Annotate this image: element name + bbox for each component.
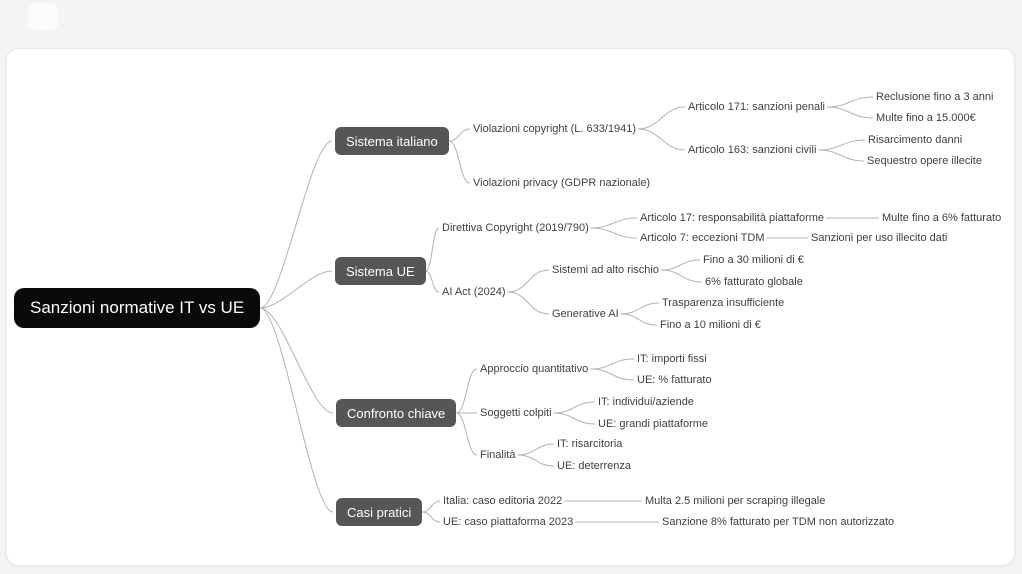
branch-node-sistema-ue[interactable]: Sistema UE — [335, 257, 426, 285]
node-fino-30-milioni[interactable]: Fino a 30 milioni di € — [703, 254, 804, 266]
node-trasparenza-insufficiente[interactable]: Trasparenza insufficiente — [662, 297, 785, 309]
node-soggetti-colpiti[interactable]: Soggetti colpiti — [480, 407, 552, 419]
node-ai-act-2024[interactable]: AI Act (2024) — [442, 286, 506, 298]
root-node[interactable]: Sanzioni normative IT vs UE — [14, 288, 261, 328]
node-articolo-17-responsabilita[interactable]: Articolo 17: responsabilità piattaforme — [640, 212, 825, 224]
node-risarcimento-danni[interactable]: Risarcimento danni — [868, 134, 963, 146]
node-6-percento-fatturato-globale[interactable]: 6% fatturato globale — [705, 276, 803, 288]
branch-node-sistema-italiano[interactable]: Sistema italiano — [335, 127, 449, 155]
node-violazioni-copyright[interactable]: Violazioni copyright (L. 633/1941) — [473, 123, 637, 135]
node-generative-ai[interactable]: Generative AI — [552, 308, 619, 320]
node-sanzioni-uso-illecito-dati[interactable]: Sanzioni per uso illecito dati — [811, 232, 948, 244]
top-left-rounded-artifact — [28, 3, 58, 31]
branch-node-confronto-chiave[interactable]: Confronto chiave — [336, 399, 457, 427]
node-ue-percento-fatturato[interactable]: UE: % fatturato — [637, 374, 712, 386]
node-direttiva-copyright[interactable]: Direttiva Copyright (2019/790) — [442, 222, 589, 234]
node-sequestro-opere-illecite[interactable]: Sequestro opere illecite — [867, 155, 982, 167]
node-articolo-163-sanzioni-civili[interactable]: Articolo 163: sanzioni civili — [688, 144, 817, 156]
node-multe-fino-15000[interactable]: Multe fino a 15.000€ — [876, 112, 976, 124]
node-ue-deterrenza[interactable]: UE: deterrenza — [557, 460, 631, 472]
node-articolo-7-eccezioni-tdm[interactable]: Articolo 7: eccezioni TDM — [640, 232, 765, 244]
node-reclusione-fino-3-anni[interactable]: Reclusione fino a 3 anni — [876, 91, 994, 103]
node-fino-10-milioni[interactable]: Fino a 10 milioni di € — [660, 319, 761, 331]
node-violazioni-privacy[interactable]: Violazioni privacy (GDPR nazionale) — [473, 177, 651, 189]
node-multe-6-percento-fatturato[interactable]: Multe fino a 6% fatturato — [882, 212, 1002, 224]
node-multa-25-milioni-scraping[interactable]: Multa 2.5 milioni per scraping illegale — [645, 495, 826, 507]
node-ue-grandi-piattaforme[interactable]: UE: grandi piattaforme — [598, 418, 709, 430]
node-sanzione-8-percento-tdm[interactable]: Sanzione 8% fatturato per TDM non autori… — [662, 516, 895, 528]
node-italia-caso-editoria-2022[interactable]: Italia: caso editoria 2022 — [443, 495, 563, 507]
node-it-risarcitoria[interactable]: IT: risarcitoria — [557, 438, 623, 450]
branch-node-casi-pratici[interactable]: Casi pratici — [336, 498, 423, 526]
node-it-individui-aziende[interactable]: IT: individui/aziende — [598, 396, 695, 408]
node-sistemi-alto-rischio[interactable]: Sistemi ad alto rischio — [552, 264, 659, 276]
node-articolo-171-sanzioni-penali[interactable]: Articolo 171: sanzioni penali — [688, 101, 825, 113]
node-finalita[interactable]: Finalità — [480, 449, 516, 461]
node-ue-caso-piattaforma-2023[interactable]: UE: caso piattaforma 2023 — [443, 516, 574, 528]
node-approccio-quantitativo[interactable]: Approccio quantitativo — [480, 363, 589, 375]
node-it-importi-fissi[interactable]: IT: importi fissi — [637, 353, 707, 365]
